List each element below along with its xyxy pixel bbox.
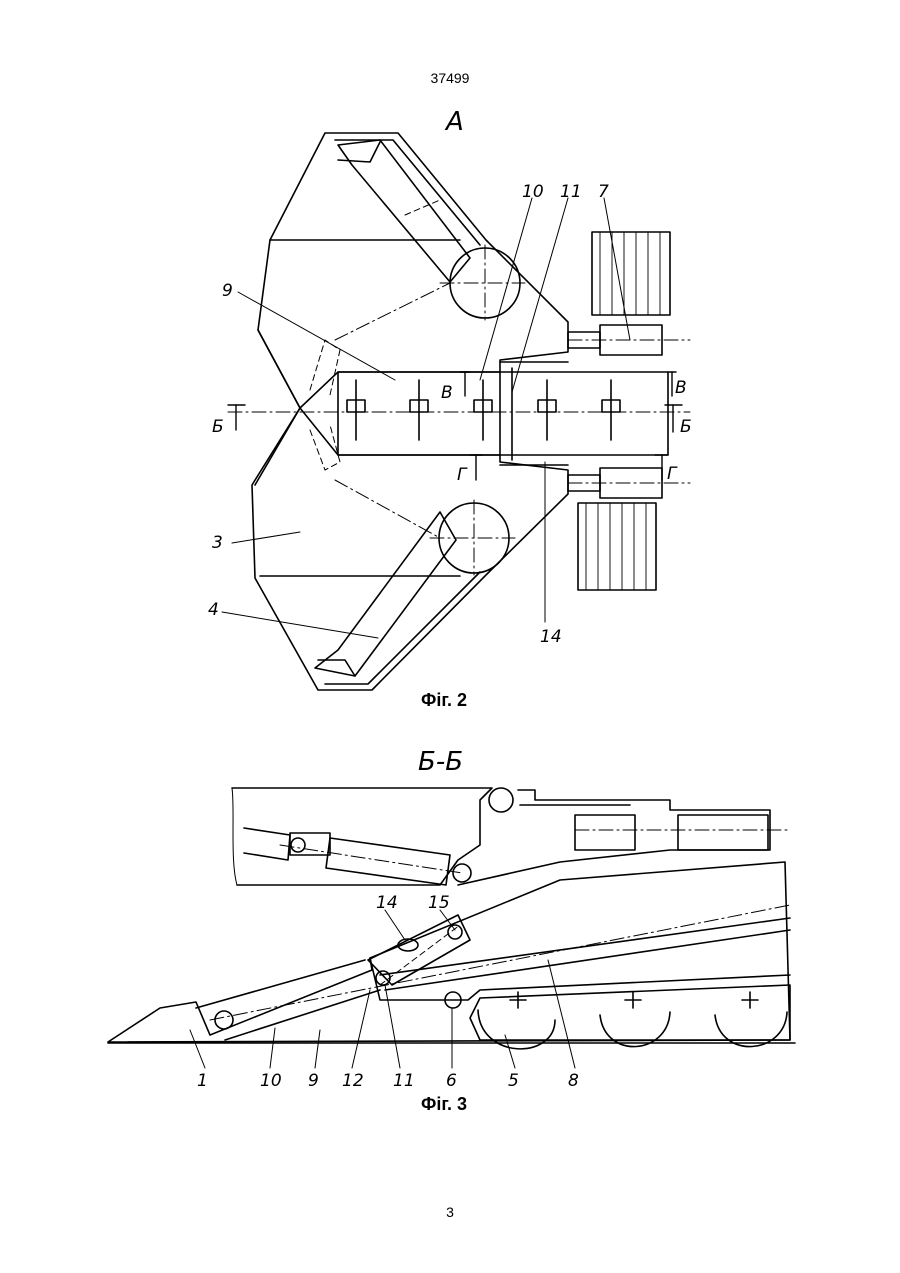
fig2-section-g-right: Г	[667, 464, 678, 484]
fig2-conveyor	[338, 372, 668, 455]
fig3-ref-8: 8	[568, 1071, 579, 1091]
fig2-section-b-left: Б	[212, 417, 224, 437]
fig3-ref-5: 5	[508, 1071, 519, 1091]
fig2-hull-inner-bottom	[325, 572, 480, 684]
fig2-ref-14: 14	[540, 627, 562, 647]
fig3-ref-10: 10	[260, 1071, 282, 1091]
page-number: 3	[0, 1204, 900, 1220]
fig3-view-label: Б-Б	[418, 747, 463, 777]
fig2-chain-flights	[347, 380, 620, 440]
fig2-drawing	[222, 133, 690, 690]
fig3-ref-1: 1	[197, 1071, 208, 1091]
fig2-lower-track	[578, 503, 656, 590]
fig3-caption: Фіг. 3	[421, 1094, 467, 1115]
fig3-ref-11: 11	[393, 1071, 415, 1091]
fig2-ref-4: 4	[208, 600, 219, 620]
fig2-section-b-right: Б	[680, 417, 692, 437]
fig2-ref-10: 10	[522, 182, 544, 202]
fig2-ref-3: 3	[212, 533, 223, 553]
fig2-view-label: A	[444, 107, 464, 137]
fig3-ref-14: 14	[376, 893, 398, 913]
fig2-ref-7: 7	[598, 182, 609, 202]
fig2-ref-9: 9	[222, 281, 233, 301]
fig2-section-v-right: В	[675, 378, 687, 398]
fig2-hull-inner-top	[335, 140, 480, 245]
fig2-section-g-left: Г	[457, 465, 468, 485]
fig3-ref-15: 15	[428, 893, 450, 913]
fig3-ref-9: 9	[308, 1071, 319, 1091]
fig2-ref-11: 11	[560, 182, 582, 202]
fig3-drawing	[108, 788, 795, 1068]
fig2-caption: Фіг. 2	[421, 690, 467, 711]
fig2-upper-track	[592, 232, 670, 315]
fig3-ref-6: 6	[446, 1071, 457, 1091]
fig2-lower-arm	[315, 512, 456, 676]
fig2-section-v-left: В	[441, 383, 453, 403]
fig3-ref-12: 12	[342, 1071, 364, 1091]
